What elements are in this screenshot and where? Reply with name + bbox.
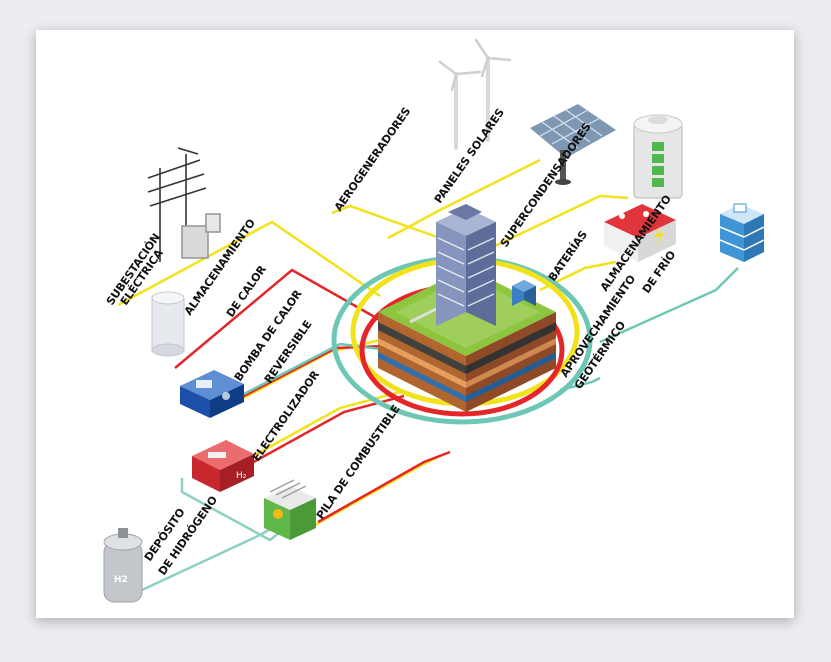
line-subestacion (117, 220, 381, 307)
label-electrolizador: ELECTROLIZADOR (250, 368, 323, 464)
line-supercondensadores (477, 194, 629, 256)
cold-storage-icon (719, 203, 765, 262)
hydrogen-tank-icon: H2 (103, 528, 143, 603)
line-frio (599, 267, 739, 344)
substation-icon (147, 147, 221, 262)
fuel-cell-icon (264, 479, 316, 540)
supercapacitor-icon (633, 114, 683, 199)
line-pila-red (317, 450, 451, 524)
line-paneles (387, 158, 541, 240)
label-almacenamiento-calor-2: DE CALOR (224, 263, 269, 320)
line-bomba-teal (243, 342, 389, 396)
heat-storage-tank-icon (151, 291, 185, 357)
h2-tag: H2 (114, 575, 128, 585)
electrolyzer-icon: H₂ (192, 440, 254, 492)
line-geotermico (559, 376, 601, 392)
building (436, 204, 536, 326)
line-electrolizador-yellow (227, 390, 401, 472)
heat-pump-icon (180, 370, 244, 418)
line-aerogeneradores (331, 204, 441, 240)
solar-panel-icon (530, 104, 616, 185)
wind-turbines-icon (438, 38, 512, 150)
line-electrolizador-red (231, 394, 405, 476)
svg-text:H₂: H₂ (236, 471, 247, 481)
label-paneles-solares: PANELES SOLARES (432, 106, 507, 206)
battery-icon (604, 204, 676, 262)
label-aerogeneradores: AEROGENERADORES (332, 105, 414, 214)
